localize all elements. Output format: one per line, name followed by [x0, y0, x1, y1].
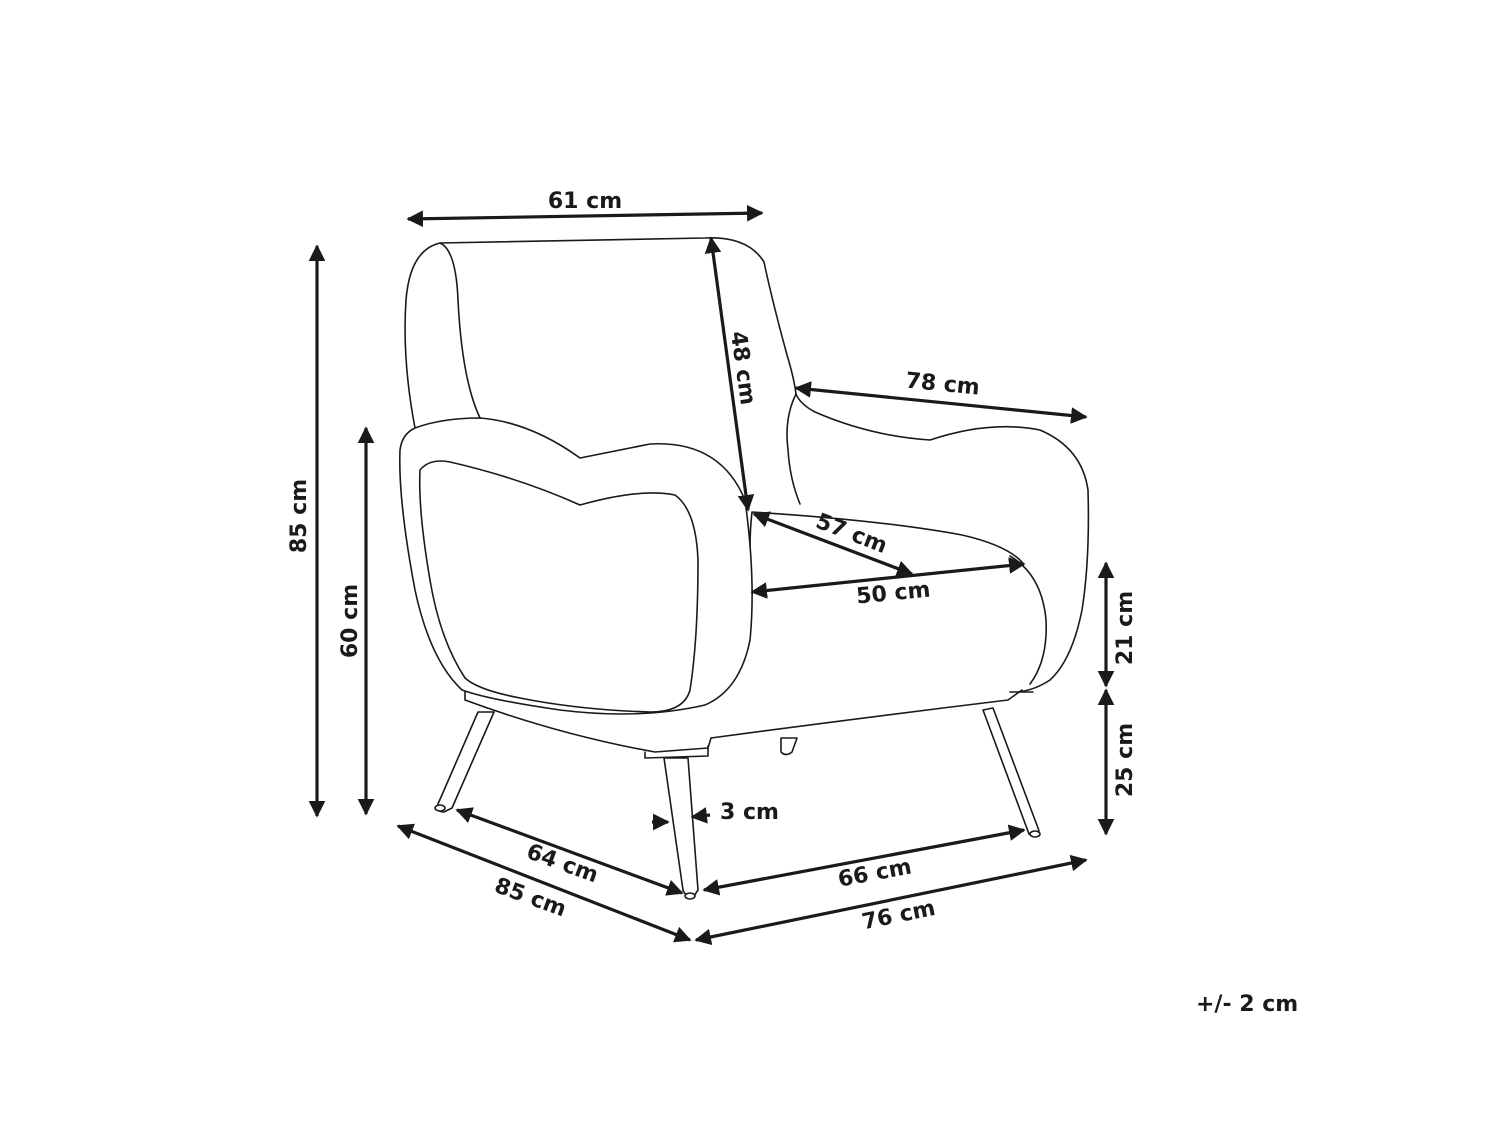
label-top-depth: 78 cm	[904, 368, 980, 400]
label-backrest-height: 48 cm	[725, 330, 760, 407]
label-cushion-height: 21 cm	[1113, 591, 1138, 665]
arrow-leg-depth-span	[455, 807, 684, 896]
label-seat-height: 25 cm	[1113, 723, 1138, 797]
label-leg-width-span: 66 cm	[836, 855, 914, 893]
arrow-top-depth	[794, 381, 1088, 424]
seat-base	[464, 689, 1023, 753]
back-leg-right	[982, 707, 1040, 837]
arrow-total-depth	[396, 823, 692, 943]
left-armrest-panel	[418, 460, 699, 713]
label-total-depth: 85 cm	[491, 873, 569, 922]
label-total-height: 85 cm	[287, 479, 312, 553]
arrow-top-width	[406, 204, 764, 228]
label-seat-width: 50 cm	[855, 578, 931, 610]
label-total-width: 76 cm	[860, 896, 938, 935]
label-top-width: 61 cm	[548, 189, 622, 214]
arrow-seat-width	[750, 557, 1026, 599]
arrow-backrest-height	[704, 236, 755, 512]
arrow-total-width	[694, 854, 1088, 946]
back-leg-center	[780, 737, 798, 756]
left-armrest	[398, 417, 753, 715]
tolerance-note: +/- 2 cm	[1196, 992, 1299, 1017]
dimension-arrows	[308, 204, 1115, 946]
arrow-leg-thickness-right	[690, 807, 711, 824]
front-leg-left	[436, 711, 495, 813]
front-leg-right	[663, 757, 699, 898]
label-leg-thickness: 3 cm	[720, 800, 779, 825]
label-armrest-height: 60 cm	[338, 584, 363, 658]
